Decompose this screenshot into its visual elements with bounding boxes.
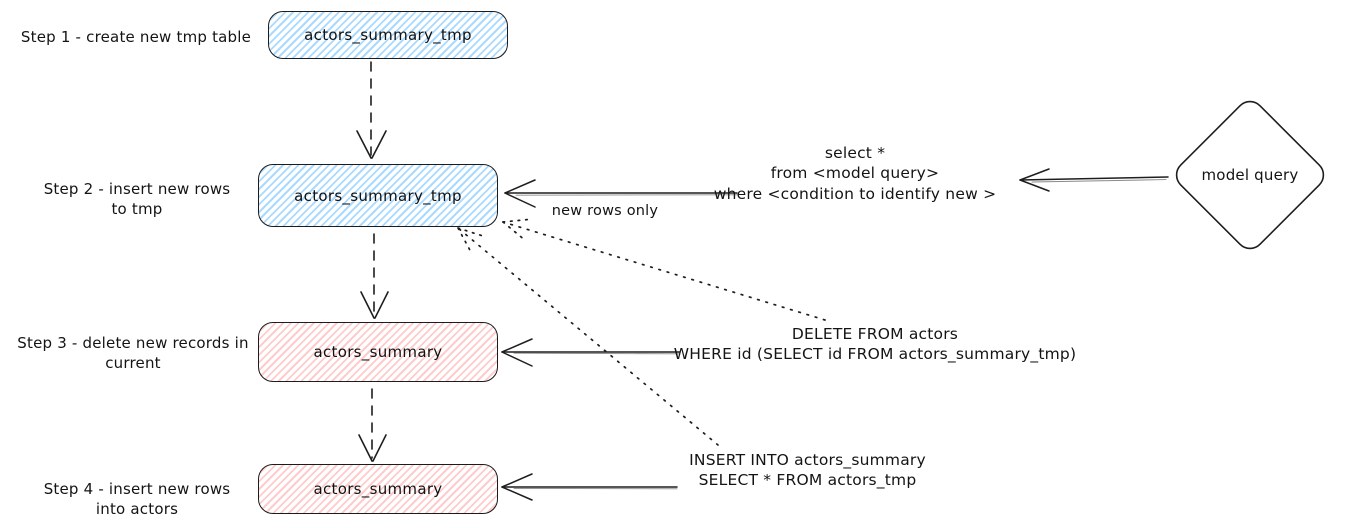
model-query-diamond (1175, 100, 1325, 250)
new-rows-only-label: new rows only (551, 203, 659, 219)
box-step4-actors-summary: actors_summary (258, 464, 498, 514)
insert-sql-text: INSERT INTO actors_summary SELECT * FROM… (689, 451, 926, 490)
box-step4-text: actors_summary (313, 480, 443, 498)
dashed-arrow-step1-to-step2 (356, 61, 387, 159)
arrow-insert-to-summary-box (501, 473, 678, 501)
dotted-link-insert-to-tmp-box (457, 227, 719, 446)
box-step3-text: actors_summary (313, 343, 443, 361)
step3-label: Step 3 - delete new records in current (17, 334, 249, 372)
model-select-query-text: select * from <model query> where <condi… (713, 144, 997, 203)
step4-label: Step 4 - insert new rows into actors (43, 480, 231, 518)
box-step2-actors-summary-tmp: actors_summary_tmp (258, 164, 498, 227)
box-step2-text: actors_summary_tmp (294, 186, 462, 205)
box-step1-text: actors_summary_tmp (304, 26, 472, 44)
step2-label: Step 2 - insert new rows to tmp (43, 180, 231, 218)
step1-label: Step 1 - create new tmp table (20, 28, 252, 46)
dotted-link-delete-to-tmp-box (502, 218, 826, 321)
delete-sql-text: DELETE FROM actors WHERE id (SELECT id F… (673, 325, 1077, 364)
model-query-diamond-label: model query (1201, 166, 1299, 184)
arrow-diamond-to-select (1019, 168, 1169, 192)
arrow-delete-to-summary-box (501, 338, 681, 367)
box-step1-actors-summary-tmp: actors_summary_tmp (268, 11, 508, 59)
dashed-arrow-step3-to-step4 (358, 388, 387, 462)
arrow-select-to-tmp-box (504, 179, 738, 208)
dashed-arrow-step2-to-step3 (360, 233, 389, 319)
box-step3-actors-summary: actors_summary (258, 322, 498, 382)
